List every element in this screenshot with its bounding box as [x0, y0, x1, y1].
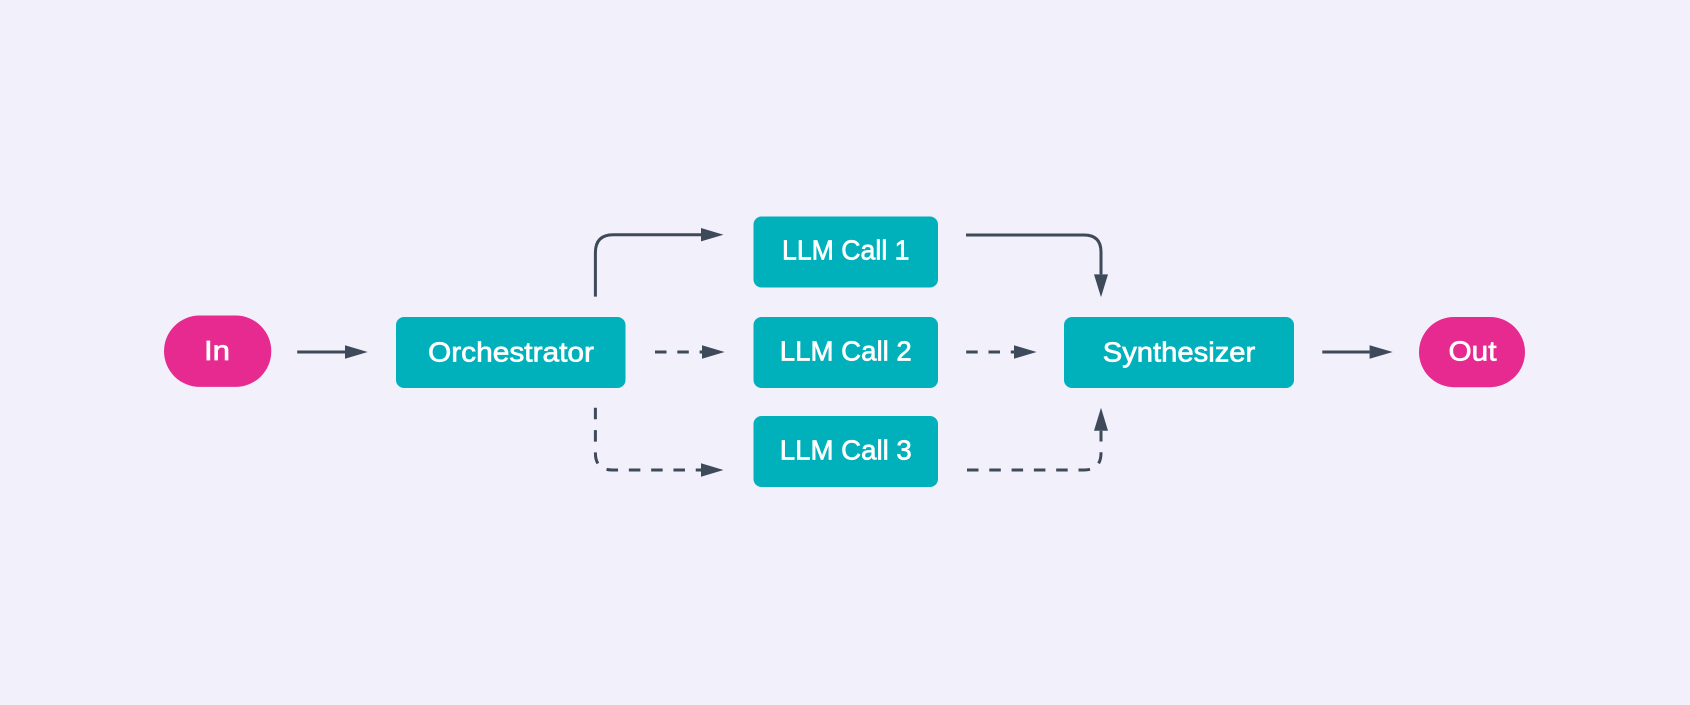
svg-text:Out: Out	[1449, 336, 1497, 367]
svg-text:Synthesizer: Synthesizer	[1103, 337, 1256, 368]
svg-text:Orchestrator: Orchestrator	[428, 337, 594, 368]
svg-text:LLM Call 1: LLM Call 1	[782, 235, 910, 266]
svg-text:In: In	[204, 335, 230, 366]
svg-text:LLM Call 2: LLM Call 2	[780, 336, 912, 367]
svg-text:LLM Call 3: LLM Call 3	[780, 435, 912, 466]
